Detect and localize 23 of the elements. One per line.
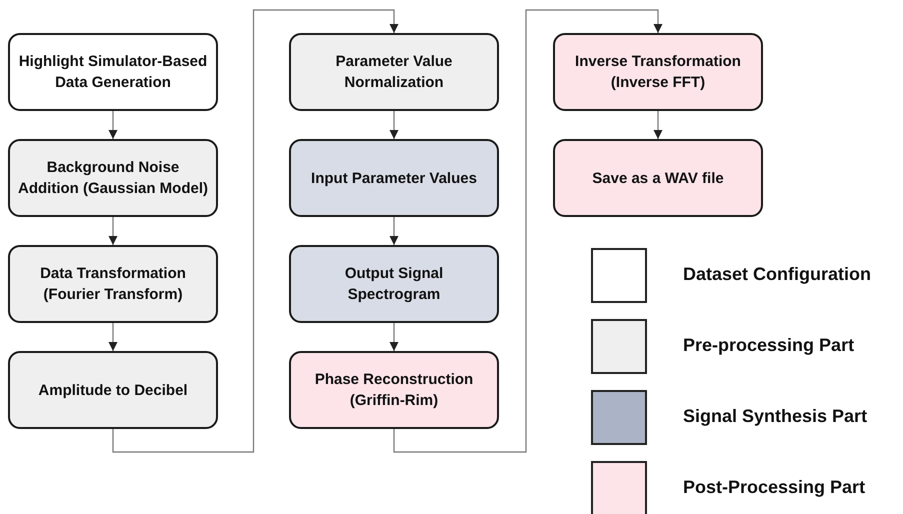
arrow	[390, 323, 398, 351]
process-box: Parameter Value Normalization	[289, 33, 499, 111]
arrow	[390, 217, 398, 245]
legend-label: Post-Processing Part	[683, 477, 866, 498]
arrow	[112, 9, 398, 453]
process-box: Input Parameter Values	[289, 139, 499, 217]
process-box: Save as a WAV file	[553, 139, 763, 217]
process-box: Highlight Simulator-Based Data Generation	[8, 33, 218, 111]
process-box: Amplitude to Decibel	[8, 351, 218, 429]
arrow	[393, 9, 662, 453]
process-box: Inverse Transformation (Inverse FFT)	[553, 33, 763, 111]
legend-label: Pre-processing Part	[683, 335, 854, 356]
arrow	[390, 111, 398, 139]
process-box: Data Transformation (Fourier Transform)	[8, 245, 218, 323]
arrow	[108, 217, 118, 245]
process-box: Output Signal Spectrogram	[289, 245, 499, 323]
process-box: Phase Reconstruction (Griffin-Rim)	[289, 351, 499, 429]
arrow	[108, 111, 118, 139]
legend-label: Dataset Configuration	[683, 264, 872, 285]
process-box: Background Noise Addition (Gaussian Model)	[8, 139, 218, 217]
arrow	[108, 323, 118, 351]
legend-label: Signal Synthesis Part	[683, 406, 868, 427]
arrow	[654, 111, 662, 139]
